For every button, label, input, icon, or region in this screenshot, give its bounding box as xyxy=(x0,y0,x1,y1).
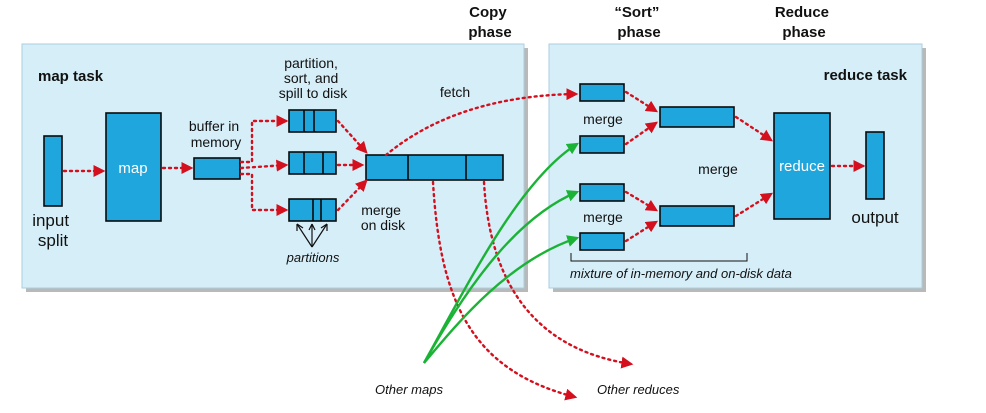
partitions-label: partitions xyxy=(286,250,340,265)
merge-label-center: merge xyxy=(698,161,738,177)
merge-on-disk-label: merge on disk xyxy=(361,202,406,233)
spill-file-bottom xyxy=(288,198,337,222)
reduce-phase-header: Reduce phase xyxy=(775,4,833,41)
buffer-in-memory-block xyxy=(193,157,241,180)
map-label: map xyxy=(118,160,147,177)
buffer-label: buffer in memory xyxy=(189,118,243,150)
reduce-task-title: reduce task xyxy=(824,67,908,84)
merged-map-output xyxy=(365,154,504,181)
reduce-input-3 xyxy=(579,183,625,202)
map-block xyxy=(105,112,162,222)
fetch-arrows xyxy=(384,88,634,401)
other-maps-arrows xyxy=(422,142,580,364)
reduce-side-arrows xyxy=(624,90,866,243)
mixture-bracket xyxy=(570,253,748,262)
merge-label-lower: merge xyxy=(583,209,623,225)
merged-segment-upper xyxy=(659,106,735,128)
mixture-label: mixture of in-memory and on-disk data xyxy=(570,266,792,281)
reduce-input-1 xyxy=(579,83,625,102)
reduce-input-2 xyxy=(579,135,625,154)
reduce-block xyxy=(773,112,831,220)
output-block xyxy=(865,131,885,200)
merge-label-upper: merge xyxy=(583,111,623,127)
sort-phase-header: “Sort” phase xyxy=(614,4,663,41)
partition-sort-spill-label: partition, sort, and spill to disk xyxy=(279,55,348,101)
input-split-block xyxy=(43,135,63,207)
spill-file-middle xyxy=(288,151,337,175)
input-split-label: input split xyxy=(32,211,74,250)
spill-file-top xyxy=(288,109,337,133)
copy-phase-header: Copy phase xyxy=(468,4,511,41)
partition-pointers xyxy=(296,223,328,248)
other-reduces-label: Other reduces xyxy=(597,382,680,397)
reduce-label: reduce xyxy=(779,158,825,175)
fetch-label: fetch xyxy=(440,84,470,100)
output-label: output xyxy=(851,208,899,227)
other-maps-label: Other maps xyxy=(375,382,443,397)
merged-segment-lower xyxy=(659,205,735,227)
map-side-arrows xyxy=(62,115,368,216)
reduce-input-4 xyxy=(579,232,625,251)
map-task-title: map task xyxy=(38,68,104,85)
